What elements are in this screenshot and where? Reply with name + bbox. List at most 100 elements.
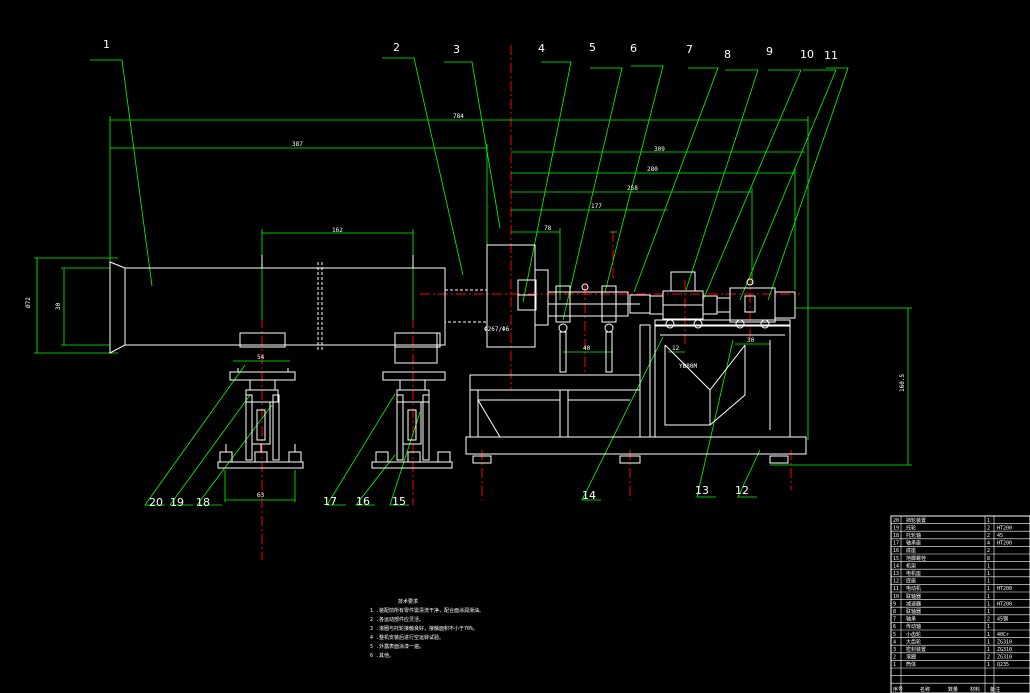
dim-162: 162: [332, 227, 343, 234]
bom-material: HT200: [997, 601, 1012, 607]
bom-qty: 2: [987, 655, 990, 661]
bom-no: 10: [893, 594, 899, 600]
bom-qty: 2: [987, 617, 990, 623]
note-line-4: 4 .整机安装后进行空运转试验。: [370, 634, 444, 641]
feed-hood: [109, 261, 126, 354]
bom-name: 电动机: [906, 585, 921, 592]
bom-no: 14: [893, 563, 899, 569]
drive-frame: [465, 319, 807, 455]
dim-78: 78: [544, 225, 552, 232]
machine-geometry: [109, 244, 807, 469]
motor: [716, 278, 796, 329]
dim-height: 160.5: [899, 374, 906, 392]
dim-309: 309: [654, 146, 665, 153]
bom-qty: 8: [987, 556, 990, 562]
bom-name: 减速器: [906, 600, 921, 607]
callout-8: 8: [724, 48, 731, 61]
bom-footer-cell: 备注: [990, 686, 1000, 693]
bom-material: ZG310: [997, 655, 1012, 661]
bom-name: 底座: [906, 547, 916, 554]
callout-7: 7: [686, 43, 693, 56]
bom-name: 机架: [906, 562, 916, 569]
note-line-6: 6 .其他。: [370, 652, 394, 659]
bom-name: 传动轴: [906, 623, 921, 630]
bom-name: 电机座: [906, 570, 921, 577]
callout-labels: 1 2 3 4 5 6 7 8 9 10 11 12 13 14 15 16 1…: [103, 38, 838, 509]
bom-name: 滚圈: [906, 654, 916, 661]
bom-footer-cell: 序号: [893, 686, 903, 693]
bom-qty: 1: [987, 609, 990, 615]
callout-4: 4: [538, 42, 545, 55]
bom-qty: 1: [987, 639, 990, 645]
bom-material: Q235: [997, 662, 1009, 668]
bom-no: 17: [893, 541, 899, 547]
callout-13: 13: [695, 484, 709, 497]
bom-footer-cell: 名称: [920, 686, 930, 693]
bom-no: 13: [893, 571, 899, 577]
note-line-5: 5 .外露表面涂漆一遍。: [370, 643, 424, 650]
roller-support-right: [371, 332, 453, 469]
bom-qty: 1: [987, 594, 990, 600]
dim-tube-id: 30: [55, 302, 62, 310]
callout-17: 17: [323, 495, 337, 508]
bom-name: 轴承: [906, 616, 916, 623]
bom-qty: 2: [987, 525, 990, 531]
bom-qty: 1: [987, 579, 990, 585]
bom-name: 地脚螺栓: [906, 555, 926, 562]
dim-63: 63: [257, 492, 265, 499]
bom-name: 联轴器: [906, 593, 921, 600]
bom-no: 18: [893, 533, 899, 539]
bom-no: 11: [893, 586, 899, 592]
bom-no: 6: [893, 624, 896, 630]
dim-258: 258: [627, 185, 638, 192]
bom-no: 5: [893, 632, 896, 638]
dim-40: 40: [583, 345, 591, 352]
gear-spec-label: Φ267/Φ6: [484, 326, 510, 333]
bom-no: 1: [893, 662, 896, 668]
bom-no: 9: [893, 601, 896, 607]
callout-6: 6: [630, 42, 637, 55]
bom-material: HT200: [997, 586, 1012, 592]
callout-18: 18: [196, 496, 210, 509]
callout-16: 16: [356, 495, 370, 508]
dim-tube-od: Ø72: [25, 297, 32, 308]
bom-qty: 2: [987, 533, 990, 539]
bom-name: 挡轮装置: [906, 517, 926, 524]
bom-qty: 1: [987, 571, 990, 577]
bom-qty: 1: [987, 662, 990, 668]
bom-no: 20: [893, 518, 899, 524]
bom-footer-cell: 材料: [970, 686, 980, 693]
bom-material: 45: [997, 533, 1003, 539]
leader-lines: [90, 57, 849, 506]
bom-name: 托轮轴: [906, 532, 921, 539]
notes-title: 技术要求: [398, 598, 418, 605]
bom-no: 8: [893, 609, 896, 615]
bom-qty: 1: [987, 601, 990, 607]
dimension-labels: 784 387 309 280 258 177 78 162 40 54 63 …: [25, 113, 906, 499]
bom-name: 底座: [906, 578, 916, 585]
callout-1: 1: [103, 38, 110, 51]
bom-name: 大齿轮: [906, 638, 921, 645]
bom-name: 筒体: [906, 661, 916, 668]
centerlines: [261, 45, 800, 560]
note-line-2: 2 .各运动部件应灵活。: [370, 616, 424, 623]
bom-no: 15: [893, 556, 899, 562]
bom-qty: 4: [987, 541, 990, 547]
bom-no: 7: [893, 617, 896, 623]
callout-9: 9: [766, 45, 773, 58]
callout-14: 14: [582, 489, 596, 502]
pinion-shaft: [547, 283, 651, 373]
callout-10: 10: [800, 48, 814, 61]
dimension-lines: [34, 116, 912, 502]
bom-material: ZG310: [997, 639, 1012, 645]
callout-20: 20: [149, 496, 163, 509]
callout-3: 3: [453, 43, 460, 56]
bom-no: 2: [893, 655, 896, 661]
dim-30: 30: [747, 337, 755, 344]
dim-177: 177: [591, 203, 602, 210]
dim-overall: 784: [453, 113, 464, 120]
callout-12: 12: [735, 484, 749, 497]
bom-name: 密封装置: [906, 646, 926, 653]
